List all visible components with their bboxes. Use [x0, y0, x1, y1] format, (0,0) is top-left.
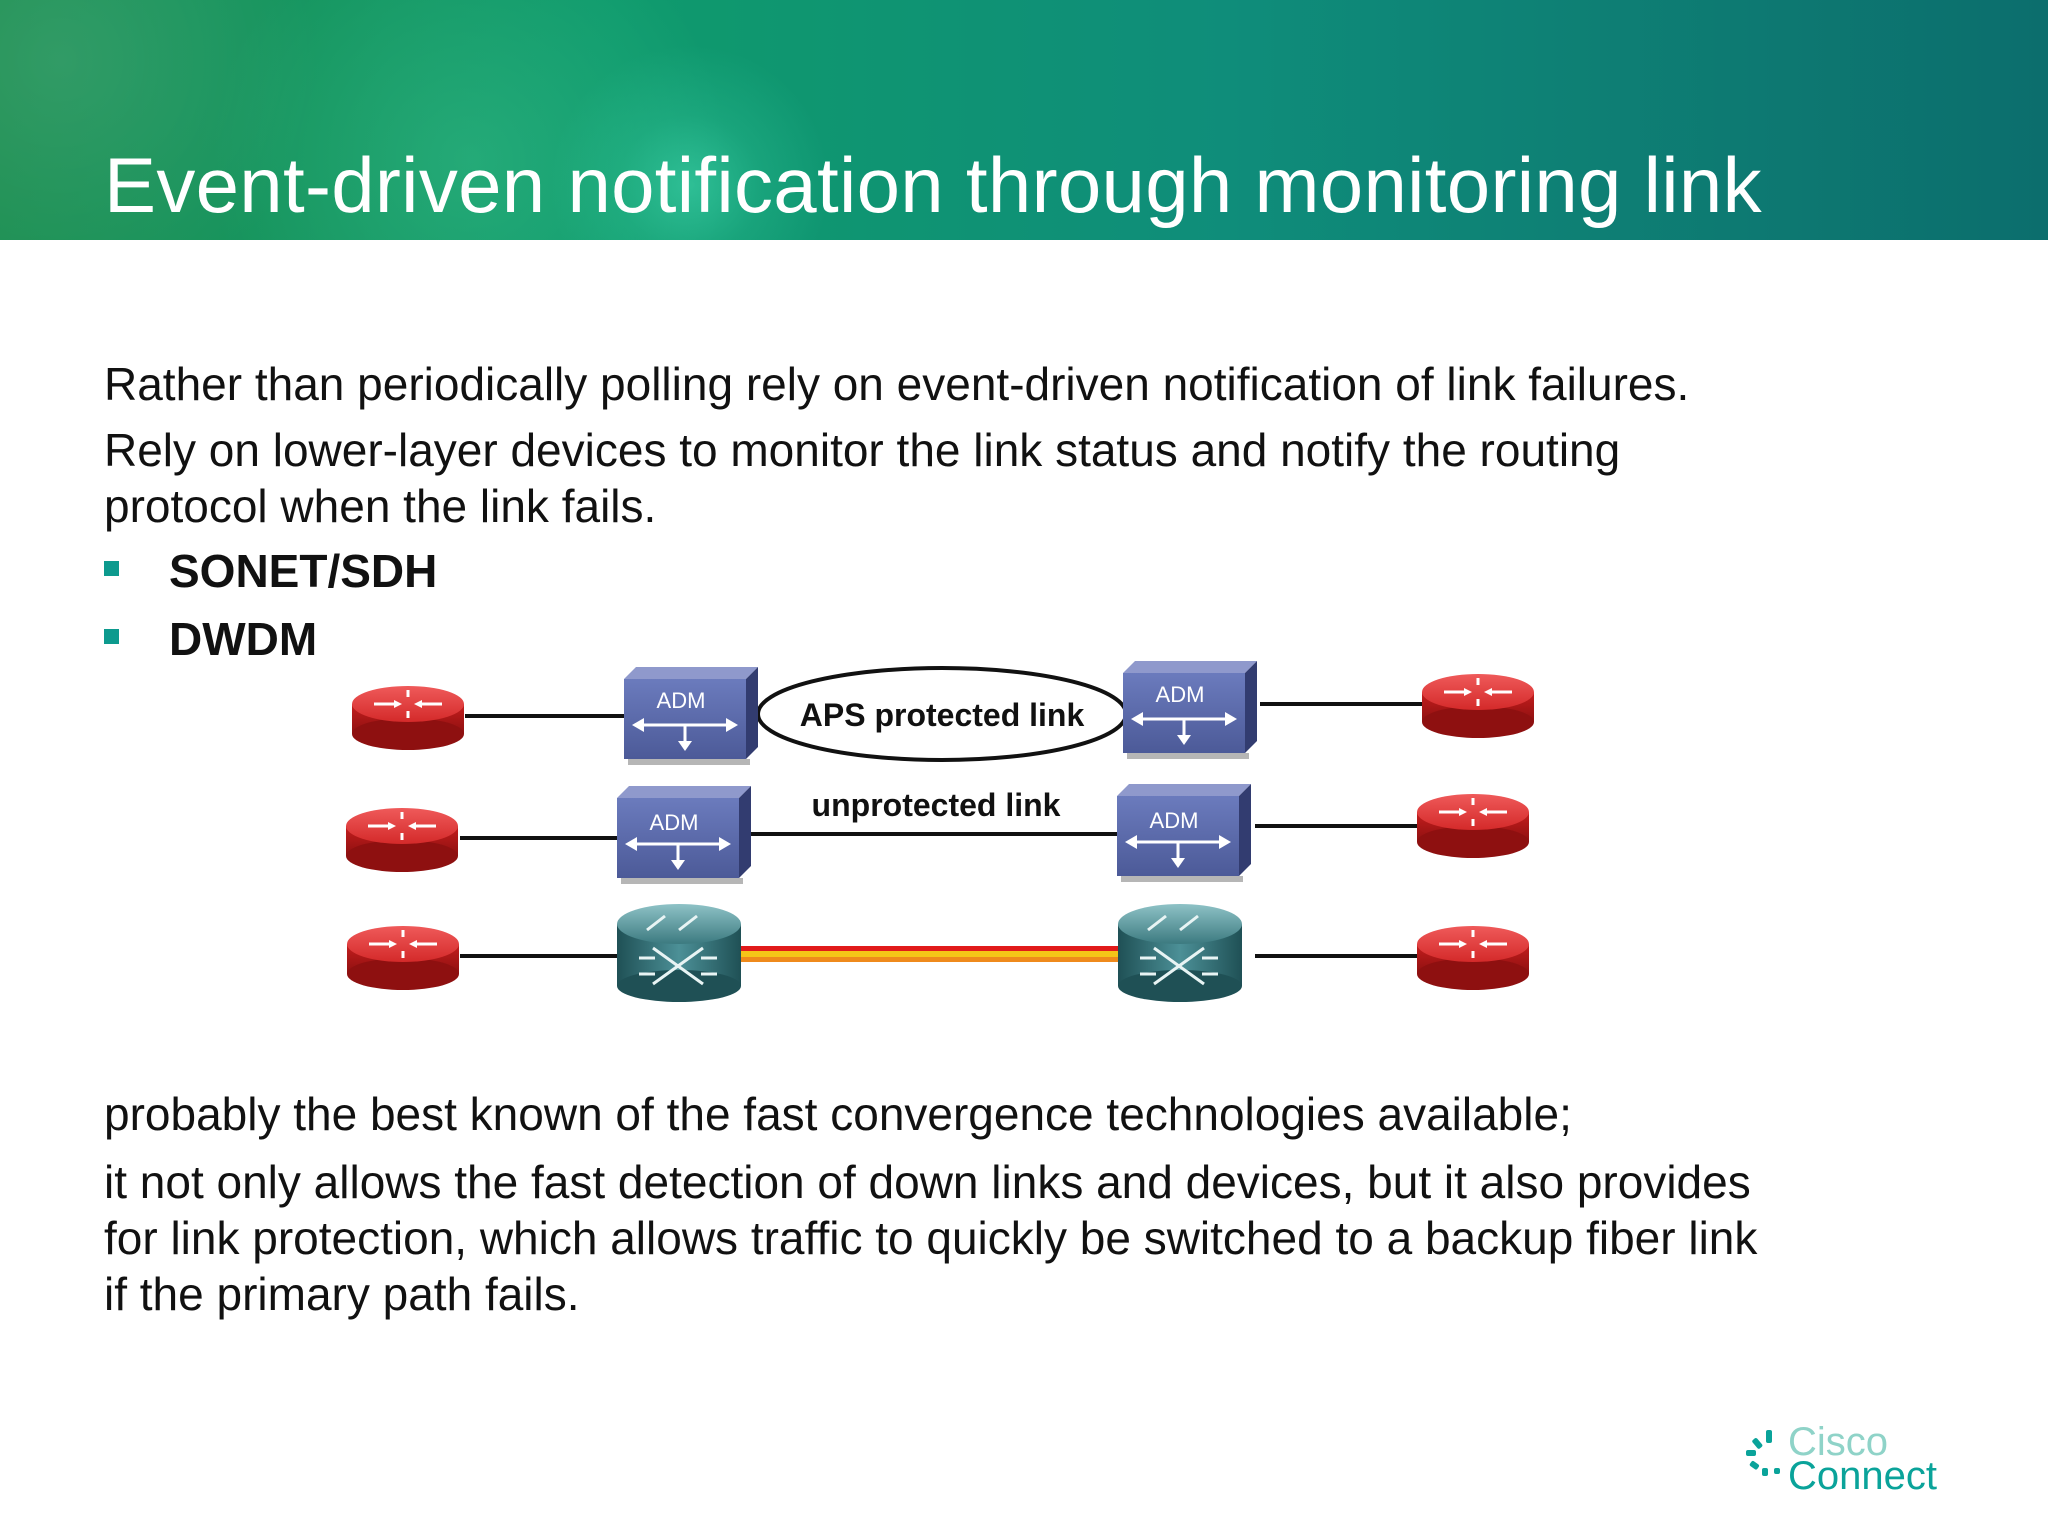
row-dwdm	[345, 902, 1531, 1004]
row-unprotected: ADM ADM unprotected link	[344, 782, 1531, 886]
adm-label: ADM	[1150, 808, 1199, 833]
fiber-red	[740, 946, 1124, 951]
adm-label: ADM	[650, 810, 699, 835]
slide-title: Event-driven notification through monito…	[104, 141, 1762, 229]
router-icon	[1415, 792, 1531, 860]
paragraph-link-protection-line2: for link protection, which allows traffi…	[104, 1212, 1758, 1264]
paragraph-link-protection-line3: if the primary path fails.	[104, 1268, 580, 1320]
adm-icon	[1115, 782, 1253, 884]
router-icon	[344, 806, 460, 874]
router-icon	[1420, 672, 1536, 740]
bullet-sonet: SONET/SDH	[104, 544, 437, 598]
router-icon	[350, 684, 466, 752]
router-icon	[1415, 924, 1531, 992]
logo-word-cisco: Cisco	[1788, 1420, 1889, 1464]
logo-word-connect: Connect	[1788, 1454, 1937, 1498]
cisco-connect-mark-icon	[1746, 1430, 1780, 1476]
adm-icon	[615, 784, 753, 886]
adm-icon	[622, 665, 760, 767]
bullet-dwdm: DWDM	[104, 612, 317, 666]
adm-label: ADM	[1156, 682, 1205, 707]
fiber-yellow	[740, 951, 1124, 957]
paragraph-lower-layer-line1: Rely on lower-layer devices to monitor t…	[104, 424, 1621, 476]
title-banner: Event-driven notification through monito…	[0, 0, 2048, 240]
aps-protected-label: APS protected link	[800, 697, 1085, 733]
adm-label: ADM	[657, 688, 706, 713]
unprotected-label: unprotected link	[812, 787, 1061, 823]
bullet-square-icon	[104, 629, 119, 645]
cisco-connect-logo: Cisco Connect	[1740, 1420, 1970, 1500]
bullet-square-icon	[104, 561, 119, 577]
network-diagram: ADM ADM APS protected link ADM ADM unpro…	[330, 640, 1560, 1020]
paragraph-polling: Rather than periodically polling rely on…	[104, 358, 1690, 410]
dwdm-switch-icon	[1116, 902, 1244, 1004]
bullet-dwdm-label: DWDM	[169, 613, 318, 665]
paragraph-link-protection-line1: it not only allows the fast detection of…	[104, 1156, 1751, 1208]
fiber-orange	[740, 957, 1124, 962]
row-aps-protected: ADM ADM APS protected link	[350, 659, 1536, 767]
dwdm-switch-icon	[615, 902, 743, 1004]
bullet-sonet-label: SONET/SDH	[169, 545, 438, 597]
router-icon	[345, 924, 461, 992]
adm-icon	[1121, 659, 1259, 761]
paragraph-lower-layer-line2: protocol when the link fails.	[104, 480, 657, 532]
paragraph-best-known: probably the best known of the fast conv…	[104, 1088, 1572, 1140]
